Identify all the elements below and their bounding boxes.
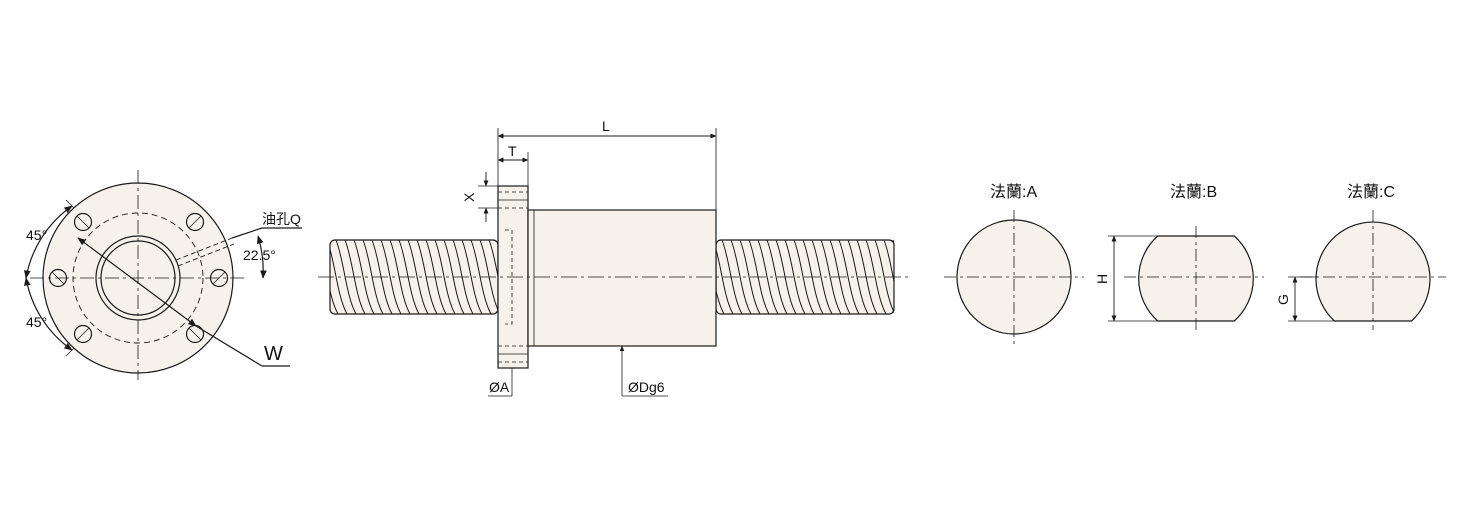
thickness-label: T [508, 143, 517, 159]
thread-line [739, 239, 761, 315]
angle-arc-upper [24, 205, 73, 279]
thread-line [389, 239, 411, 315]
thread-line [380, 239, 402, 315]
thread-line [811, 239, 833, 315]
thread-line [362, 239, 384, 315]
thread-line [716, 288, 725, 315]
thread-line [300, 240, 320, 314]
thread-line [883, 239, 894, 284]
flange-type-c-title: 法蘭:C [1347, 183, 1395, 201]
angle-lower-label: 45° [26, 314, 47, 330]
thread-line [856, 239, 878, 315]
nut-body [527, 209, 717, 347]
thread-line [488, 239, 498, 279]
thread-line [330, 247, 348, 315]
thread-line [416, 239, 438, 315]
thread-line [847, 239, 869, 315]
angle-oil-label: 22.5° [243, 247, 276, 263]
oil-hole-label: 油孔Q [262, 211, 301, 227]
thread-line [766, 239, 788, 315]
thread-line [452, 239, 474, 315]
thread-line [874, 239, 894, 314]
thread-line [820, 239, 842, 315]
thread-line [730, 239, 752, 315]
thread-line [793, 239, 815, 315]
angle-upper-label: 45° [26, 227, 47, 243]
thread-line [461, 239, 483, 315]
thread-line [748, 239, 770, 315]
flange-type-b-title: 法蘭:B [1170, 183, 1217, 201]
thread-line [757, 239, 779, 315]
thread-line [775, 239, 797, 315]
thread-line [371, 239, 393, 315]
thread-line [721, 239, 743, 315]
body-dia-label: ØDg6 [628, 379, 665, 395]
thread-line [802, 239, 824, 315]
w-dimension-line [77, 237, 197, 327]
thread-line [353, 239, 375, 315]
thread-line [838, 239, 860, 315]
h-label: H [1094, 274, 1110, 284]
thread-line [335, 239, 357, 315]
ballscrew-side-view [300, 128, 931, 397]
angle-arc-oil [256, 235, 267, 279]
flange-type-c [1288, 210, 1446, 330]
thread-line [407, 239, 429, 315]
oil-hole-path [175, 237, 235, 267]
thread-line [398, 239, 420, 315]
thread-line [425, 239, 447, 315]
thread-line [470, 239, 492, 315]
thread-line [829, 239, 851, 315]
length-label: L [602, 118, 610, 134]
thread-line [344, 239, 366, 315]
g-label: G [1275, 294, 1291, 305]
flange-type-b [1108, 226, 1264, 330]
width-label: W [264, 343, 283, 365]
offset-label: X [461, 192, 477, 202]
thread-line [784, 239, 806, 315]
thread-line [330, 288, 339, 315]
flange-type-a-title: 法蘭:A [990, 183, 1037, 201]
thread-line [911, 240, 931, 314]
flange-type-a [944, 210, 1084, 344]
thread-line [716, 247, 734, 315]
angle-arc-lower [24, 277, 73, 351]
thread-line [443, 239, 465, 315]
flange-dia-label: ØA [489, 379, 510, 395]
thread-line [865, 239, 887, 315]
thread-line [434, 239, 456, 315]
flange-front-view [24, 170, 302, 380]
